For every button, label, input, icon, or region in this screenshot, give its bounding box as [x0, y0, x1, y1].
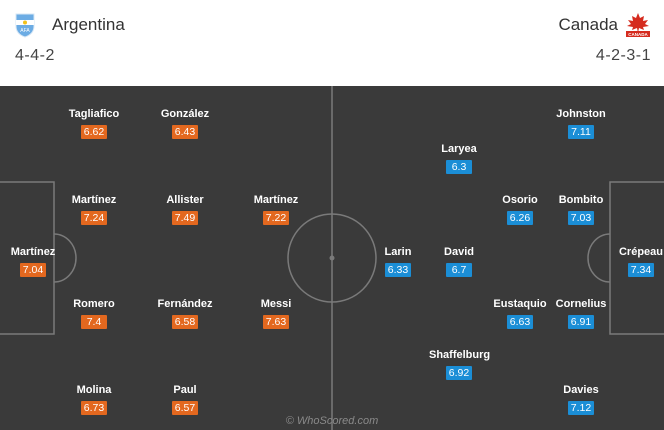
player-rating: 7.49	[171, 211, 199, 225]
player-martinez-goalkeeper[interactable]: Martínez 7.04	[3, 246, 63, 278]
player-rating: 6.33	[384, 263, 412, 277]
player-name: Osorio	[502, 194, 538, 206]
player-fernandez[interactable]: Fernández 6.58	[155, 298, 215, 330]
player-name: Martínez	[10, 246, 56, 258]
player-rating: 6.26	[506, 211, 534, 225]
player-romero[interactable]: Romero 7.4	[64, 298, 124, 330]
match-header: AFA Argentina 4-4-2 Canada 4-2-3-1 CANAD…	[0, 0, 664, 86]
away-team-name: Canada	[558, 15, 618, 34]
home-formation: 4-4-2	[15, 47, 55, 64]
player-rating: 6.3	[446, 160, 472, 174]
player-larin[interactable]: Larin 6.33	[368, 246, 428, 278]
player-osorio[interactable]: Osorio 6.26	[490, 194, 550, 226]
player-name: Davies	[563, 384, 599, 396]
player-name: Eustaquio	[493, 298, 547, 310]
player-rating: 6.73	[80, 401, 108, 415]
player-martinez-lisandro[interactable]: Martínez 7.24	[64, 194, 124, 226]
player-rating: 7.22	[262, 211, 290, 225]
player-name: Laryea	[441, 143, 477, 155]
player-allister[interactable]: Allister 7.49	[155, 194, 215, 226]
player-tagliafico[interactable]: Tagliafico 6.62	[64, 108, 124, 140]
player-name: González	[160, 108, 210, 120]
player-name: Johnston	[556, 108, 606, 120]
player-name: Fernández	[157, 298, 213, 310]
player-rating: 7.34	[627, 263, 655, 277]
player-rating: 7.11	[568, 125, 594, 139]
svg-text:AFA: AFA	[20, 28, 30, 34]
player-rating: 7.04	[19, 263, 47, 277]
player-paul[interactable]: Paul 6.57	[155, 384, 215, 416]
player-messi[interactable]: Messi 7.63	[246, 298, 306, 330]
player-cornelius[interactable]: Cornelius 6.91	[551, 298, 611, 330]
player-rating: 6.58	[171, 315, 199, 329]
away-formation: 4-2-3-1	[595, 47, 651, 64]
player-name: David	[444, 246, 474, 258]
home-team-name: Argentina	[52, 15, 125, 34]
player-bombito[interactable]: Bombito 7.03	[551, 194, 611, 226]
argentina-crest-icon: AFA	[15, 13, 35, 38]
player-rating: 7.4	[81, 315, 107, 329]
player-rating: 6.43	[171, 125, 199, 139]
player-name: Romero	[73, 298, 115, 310]
player-name: Martínez	[71, 194, 117, 206]
player-name: Crépeau	[618, 246, 664, 258]
player-name: Shaffelburg	[429, 349, 491, 361]
player-name: Cornelius	[555, 298, 607, 310]
player-david[interactable]: David 6.7	[429, 246, 489, 278]
canada-crest-text: CANADA	[628, 32, 648, 37]
player-martinez-lautaro[interactable]: Martínez 7.22	[246, 194, 306, 226]
player-gonzalez[interactable]: González 6.43	[155, 108, 215, 140]
player-rating: 6.63	[506, 315, 534, 329]
player-davies[interactable]: Davies 7.12	[551, 384, 611, 416]
pitch-markings	[0, 86, 664, 430]
player-crepeau[interactable]: Crépeau 7.34	[611, 246, 664, 278]
player-shaffelburg[interactable]: Shaffelburg 6.92	[429, 349, 491, 381]
player-name: Bombito	[558, 194, 604, 206]
player-laryea[interactable]: Laryea 6.3	[429, 143, 489, 175]
player-name: Molina	[76, 384, 112, 396]
canada-crest-icon: CANADA	[626, 13, 650, 37]
player-name: Tagliafico	[68, 108, 120, 120]
player-rating: 6.62	[80, 125, 108, 139]
player-rating: 6.92	[445, 366, 473, 380]
player-eustaquio[interactable]: Eustaquio 6.63	[490, 298, 550, 330]
player-rating: 6.57	[171, 401, 199, 415]
player-rating: 7.03	[567, 211, 595, 225]
player-molina[interactable]: Molina 6.73	[64, 384, 124, 416]
player-rating: 6.7	[446, 263, 472, 277]
pitch: Tagliafico 6.62 González 6.43 Martínez 7…	[0, 86, 664, 430]
player-rating: 7.24	[80, 211, 108, 225]
player-name: Messi	[260, 298, 292, 310]
player-rating: 7.12	[567, 401, 595, 415]
player-name: Martínez	[253, 194, 299, 206]
watermark: © WhoScored.com	[285, 415, 379, 427]
player-rating: 7.63	[262, 315, 290, 329]
player-johnston[interactable]: Johnston 7.11	[551, 108, 611, 140]
player-name: Allister	[166, 194, 204, 206]
player-rating: 6.91	[567, 315, 595, 329]
player-name: Paul	[173, 384, 197, 396]
player-name: Larin	[384, 246, 412, 258]
